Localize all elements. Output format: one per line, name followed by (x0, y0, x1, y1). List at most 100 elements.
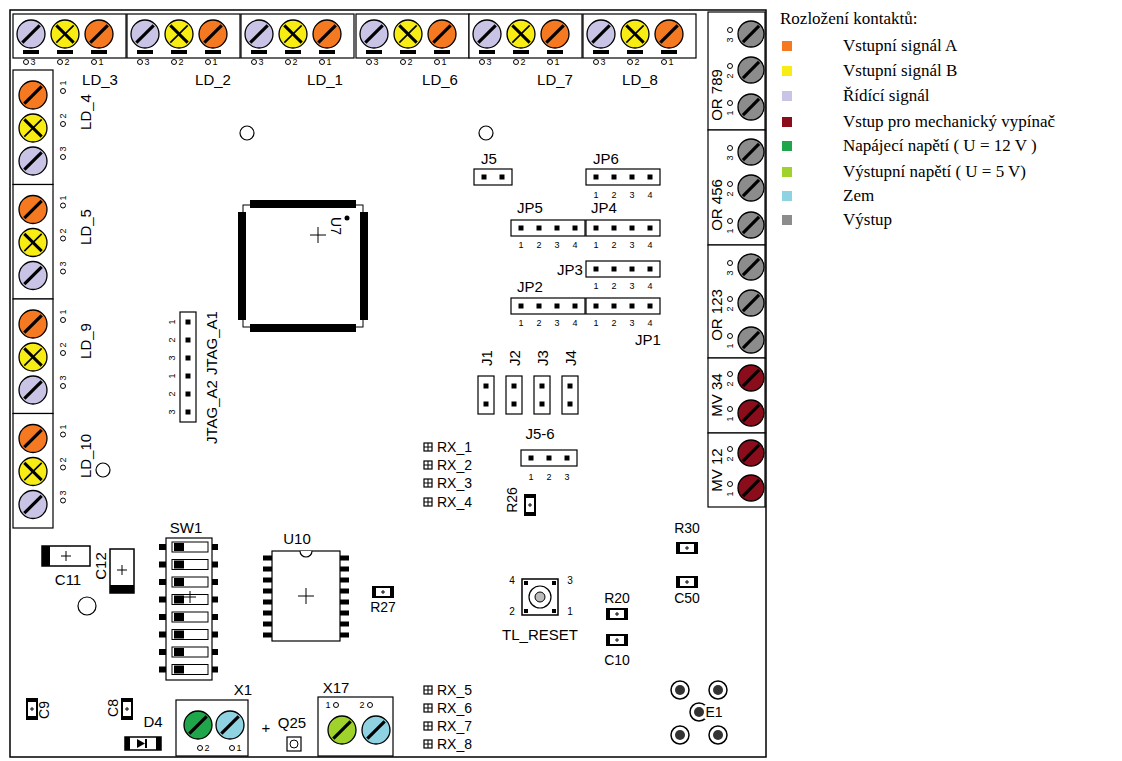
switch-toggle (174, 561, 184, 569)
pin-number: 1 (528, 473, 533, 482)
pin-number: 1 (168, 319, 177, 324)
pin-header (586, 298, 660, 314)
ic-pin (340, 567, 349, 572)
pin-number: 4 (572, 241, 577, 250)
button-pad (524, 581, 528, 585)
terminal-block (13, 14, 126, 58)
pin-marker (334, 703, 339, 708)
pin-number: 3 (373, 58, 378, 67)
pin-number: 2 (204, 744, 209, 753)
part-label: LD_6 (422, 72, 458, 87)
header-pin (612, 226, 617, 231)
screw-slot (743, 26, 759, 42)
part-label: J1 (479, 350, 494, 366)
terminal-block (708, 433, 765, 507)
header-pin (484, 402, 489, 407)
legend-text: Vstupní signál B (843, 62, 957, 81)
smd-body (526, 498, 534, 512)
pin-header (521, 450, 577, 466)
pin-number: 2 (611, 282, 616, 291)
test-pad (424, 686, 432, 694)
header-pin (186, 410, 191, 415)
smd-part (676, 576, 698, 588)
smd-part (121, 698, 133, 720)
pin1-dot (345, 216, 350, 221)
screw-terminal (328, 716, 356, 744)
pin-number: 3 (554, 319, 559, 328)
pin-header (506, 376, 522, 414)
screw-terminal (541, 20, 569, 48)
pin-header (478, 376, 494, 414)
legend-swatch (782, 215, 792, 225)
screw-slot (24, 152, 41, 169)
screw-slot (318, 25, 335, 42)
button-center (535, 592, 545, 602)
screw-slot (189, 716, 206, 733)
screw-terminal (19, 147, 47, 175)
ic-pins (250, 200, 356, 208)
header-pin (594, 226, 599, 231)
switch-toggle (174, 543, 184, 551)
terminal-block (708, 358, 765, 433)
header-pin (186, 392, 191, 397)
screw-slot (743, 99, 759, 115)
diode-triangle (137, 739, 145, 748)
header-pin (594, 267, 599, 272)
screw-terminal (738, 21, 764, 47)
header-pin (519, 304, 524, 309)
screw-base (593, 50, 609, 54)
pin-number: 1 (668, 58, 673, 67)
header-pin (512, 402, 517, 407)
part-label: JP4 (591, 200, 617, 215)
screw-terminal (19, 425, 47, 453)
hole (78, 597, 96, 615)
pin-marker (662, 60, 667, 65)
part-label: JTAG_A1 (204, 311, 219, 375)
part-label: J4 (563, 350, 578, 366)
part-label: C10 (604, 653, 630, 667)
switch-toggle (174, 631, 184, 639)
pin-header (534, 376, 550, 414)
pin-number: 2 (611, 241, 616, 250)
part-label: X17 (323, 680, 350, 695)
screw-base (434, 50, 450, 54)
switch-pin (212, 597, 218, 603)
switch-slot (172, 612, 208, 622)
pad-center (694, 707, 704, 717)
pin-marker (58, 60, 63, 65)
pin-marker (628, 60, 633, 65)
pushbutton (522, 579, 558, 615)
switch-pin (159, 579, 166, 585)
pin-number: 1 (567, 607, 573, 617)
test-pad (424, 443, 432, 451)
pin-number: 1 (726, 416, 735, 421)
test-pad (424, 479, 432, 487)
header-pin (612, 175, 617, 180)
screw-terminal (473, 20, 501, 48)
pin-number: 2 (359, 701, 364, 710)
part-label: OR 789 (709, 69, 724, 121)
pin-number: 2 (168, 337, 177, 342)
ic-body (243, 205, 363, 327)
pad-center (713, 685, 723, 695)
screw-terminal (19, 262, 47, 290)
pin-number: 3 (59, 146, 68, 151)
pin-number: 2 (611, 191, 616, 200)
header-pin (186, 320, 191, 325)
part-label: R27 (370, 600, 396, 614)
pin-number: 3 (600, 58, 605, 67)
screw-slot (433, 25, 450, 42)
dip-switch (166, 538, 212, 680)
hole (479, 126, 493, 140)
pin-marker (435, 60, 440, 65)
screw-terminal (738, 254, 764, 280)
screw-slot (478, 25, 495, 42)
screw-slot (743, 62, 759, 78)
ic-pin (340, 633, 349, 638)
legend-text: Napájecí napětí ( U = 12 V ) (843, 137, 1037, 156)
pin-number: 3 (554, 241, 559, 250)
screw-terminal (19, 196, 47, 224)
pin-number: 1 (726, 343, 735, 348)
pin-number: 1 (593, 319, 598, 328)
screw-base (366, 50, 382, 54)
